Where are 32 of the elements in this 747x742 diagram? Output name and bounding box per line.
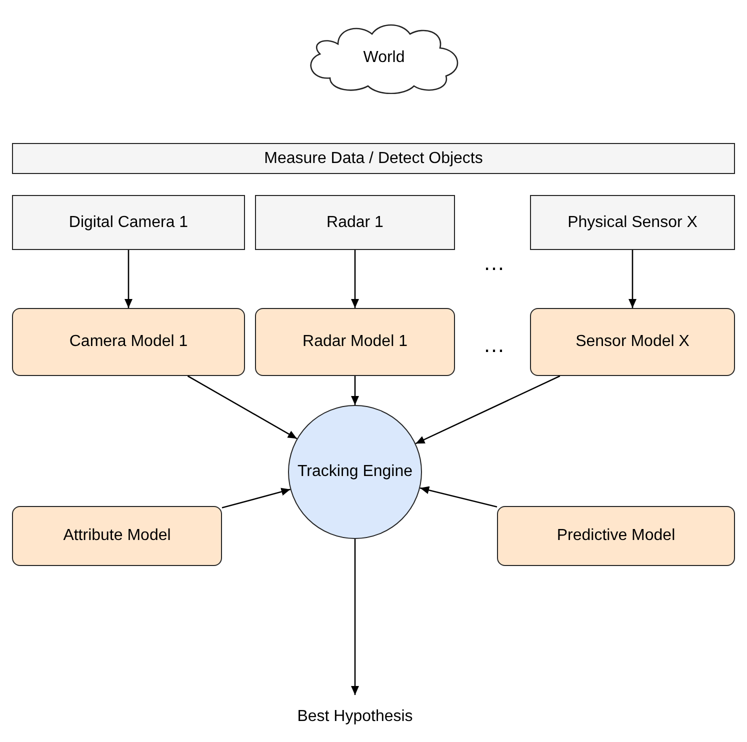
node-label: Measure Data / Detect Objects <box>263 148 484 168</box>
ellipsis-label: … <box>483 332 505 358</box>
node-label: Camera Model 1 <box>68 332 189 352</box>
process-band <box>12 143 735 174</box>
arrow <box>187 375 298 440</box>
node-label: Predictive Model <box>556 526 676 546</box>
ellipsis-label: … <box>483 250 505 276</box>
model-box <box>530 308 735 376</box>
node-label: Radar Model 1 <box>302 332 408 352</box>
model-box <box>12 308 245 376</box>
arrow <box>351 376 359 405</box>
node-label: Sensor Model X <box>574 332 690 352</box>
arrow <box>351 250 359 308</box>
process-box <box>12 195 245 250</box>
arrow <box>420 486 498 508</box>
node-label: Attribute Model <box>62 526 172 546</box>
arrow <box>124 250 132 308</box>
node-label: Digital Camera 1 <box>68 212 190 232</box>
arrow <box>351 539 359 695</box>
node-label: Physical Sensor X <box>566 212 698 232</box>
node-label: Tracking Engine <box>296 462 414 482</box>
model-box <box>497 506 735 566</box>
model-box <box>12 506 222 566</box>
node-label: World <box>362 48 406 68</box>
model-box <box>255 308 455 376</box>
output-text: Best Hypothesis <box>297 707 413 727</box>
node-label: Radar 1 <box>326 212 384 232</box>
arrow <box>415 375 560 444</box>
process-box <box>530 195 735 250</box>
arrow <box>222 488 290 508</box>
arrow <box>628 250 636 308</box>
process-box <box>255 195 455 250</box>
